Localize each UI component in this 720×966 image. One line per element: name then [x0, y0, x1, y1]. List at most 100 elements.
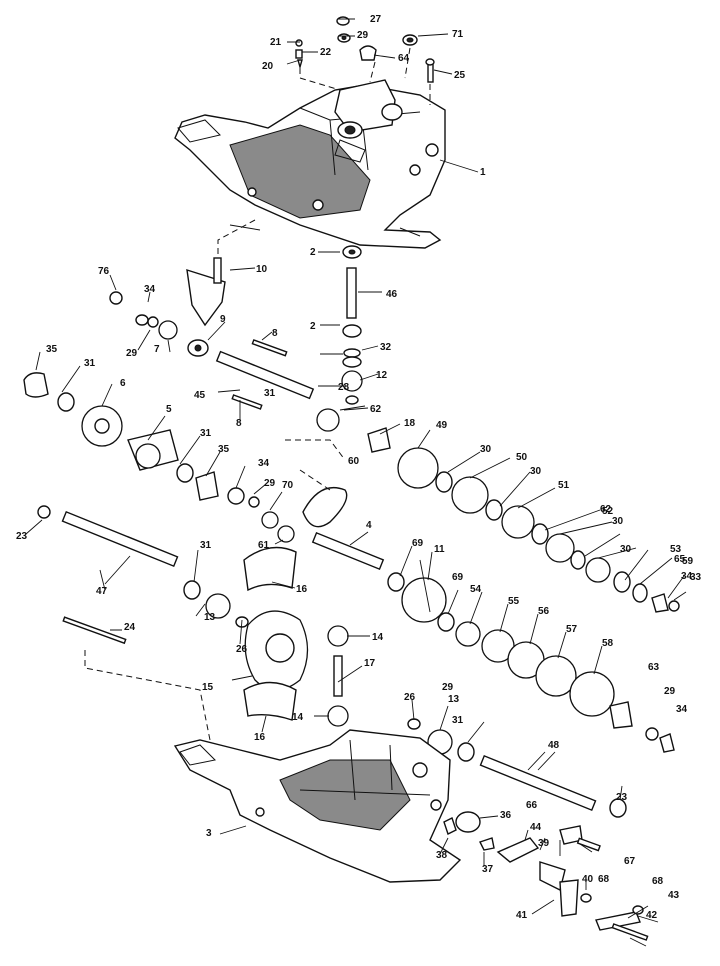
callout-12: 12 — [376, 370, 388, 381]
callout-26: 26 — [404, 692, 416, 703]
callout-36: 36 — [500, 810, 512, 821]
callout-2: 2 — [310, 247, 316, 258]
callout-49: 49 — [436, 420, 448, 431]
callout-65: 65 — [674, 554, 686, 565]
callout-59: 59 — [682, 556, 694, 567]
callout-50: 50 — [516, 452, 528, 463]
callout-68: 68 — [652, 876, 664, 887]
callout-34: 34 — [144, 284, 156, 295]
callout-34: 34 — [681, 571, 693, 582]
callout-29: 29 — [126, 348, 138, 359]
callout-30: 30 — [480, 444, 492, 455]
callout-31: 31 — [264, 388, 276, 399]
callout-2: 2 — [310, 321, 316, 332]
callout-35: 35 — [46, 344, 58, 355]
callout-67: 67 — [624, 856, 636, 867]
callout-3: 3 — [206, 828, 212, 839]
callout-53: 53 — [670, 544, 682, 555]
callout-18: 18 — [404, 418, 416, 429]
callout-56: 56 — [538, 606, 550, 617]
callout-31: 31 — [200, 540, 212, 551]
callout-1: 1 — [480, 167, 486, 178]
callout-14: 14 — [292, 712, 304, 723]
callout-34: 34 — [258, 458, 270, 469]
callout-66: 66 — [526, 800, 538, 811]
callout-62: 62 — [370, 404, 382, 415]
callout-10: 10 — [256, 264, 268, 275]
callout-39: 39 — [538, 838, 550, 849]
callout-13: 13 — [448, 694, 460, 705]
callout-16: 16 — [296, 584, 308, 595]
callout-33: 33 — [690, 572, 702, 583]
callout-29: 29 — [664, 686, 676, 697]
callout-28: 28 — [338, 382, 350, 393]
callout-45: 45 — [194, 390, 206, 401]
callout-21: 21 — [270, 37, 282, 48]
callout-69: 69 — [452, 572, 464, 583]
callout-68: 68 — [598, 874, 610, 885]
callout-25: 25 — [454, 70, 466, 81]
callout-71: 71 — [452, 29, 464, 40]
callout-31: 31 — [200, 428, 212, 439]
callout-63: 63 — [648, 662, 660, 673]
callout-8: 8 — [272, 328, 278, 339]
callout-20: 20 — [262, 61, 274, 72]
top-fasteners — [295, 16, 435, 83]
callout-54: 54 — [470, 584, 482, 595]
callout-30: 30 — [530, 466, 542, 477]
callout-17: 17 — [364, 658, 376, 669]
callout-46: 46 — [386, 289, 398, 300]
callout-47: 47 — [96, 586, 108, 597]
upper-case-housing — [174, 79, 446, 249]
callout-24: 24 — [124, 622, 136, 633]
callout-64: 64 — [398, 53, 410, 64]
callout-70: 70 — [282, 480, 294, 491]
callout-57: 57 — [566, 624, 578, 635]
callout-31: 31 — [84, 358, 96, 369]
callout-13: 13 — [204, 612, 216, 623]
callout-14: 14 — [372, 632, 384, 643]
callout-37: 37 — [482, 864, 494, 875]
callout-26: 26 — [236, 644, 248, 655]
callout-16: 16 — [254, 732, 266, 743]
callout-8: 8 — [236, 418, 242, 429]
callout-34: 34 — [676, 704, 688, 715]
callout-11: 11 — [434, 544, 445, 555]
callout-22: 22 — [320, 47, 332, 58]
callout-6: 6 — [120, 378, 126, 389]
callout-4: 4 — [366, 520, 372, 531]
callout-55: 55 — [508, 596, 520, 607]
callout-51: 51 — [558, 480, 570, 491]
callout-40: 40 — [582, 874, 594, 885]
callout-61: 61 — [258, 540, 270, 551]
callout-44: 44 — [530, 822, 542, 833]
callout-38: 38 — [436, 850, 448, 861]
callout-29: 29 — [357, 30, 369, 41]
callout-48: 48 — [548, 740, 560, 751]
callout-7: 7 — [154, 344, 160, 355]
callout-27: 27 — [370, 14, 382, 25]
callout-5: 5 — [166, 404, 172, 415]
callout-62: 62 — [600, 504, 612, 515]
callout-30: 30 — [620, 544, 632, 555]
callout-31: 31 — [452, 715, 464, 726]
callout-23: 23 — [616, 792, 628, 803]
callout-23: 23 — [16, 531, 28, 542]
callout-9: 9 — [220, 314, 226, 325]
callout-15: 15 — [202, 682, 214, 693]
lower-case-housing — [173, 729, 462, 883]
callout-42: 42 — [646, 910, 658, 921]
callout-29: 29 — [264, 478, 276, 489]
callout-29: 29 — [442, 682, 454, 693]
callout-32: 32 — [380, 342, 392, 353]
callout-35: 35 — [218, 444, 230, 455]
callout-30: 30 — [612, 516, 624, 527]
callout-69: 69 — [412, 538, 424, 549]
callout-76: 76 — [98, 266, 110, 277]
callout-43: 43 — [668, 890, 680, 901]
callout-41: 41 — [516, 910, 528, 921]
callout-60: 60 — [348, 456, 360, 467]
callout-58: 58 — [602, 638, 614, 649]
callout-52: 52 — [602, 506, 614, 517]
